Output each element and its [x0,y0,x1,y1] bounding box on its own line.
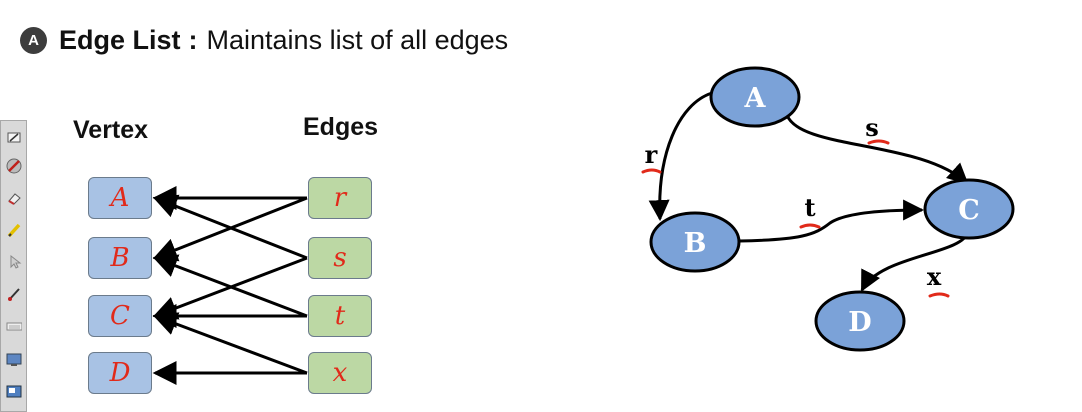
eraser-icon[interactable] [5,189,23,207]
graph-node-label-d: D [848,307,871,338]
edges-column-header: Edges [303,113,379,141]
section-badge: A [20,26,47,54]
highlighter-icon[interactable] [5,157,23,175]
red-underline-x [928,292,950,298]
vertex-box-c: C [88,295,152,337]
connector-s-to-a [152,194,308,260]
graph-node-a [709,66,801,128]
display-icon[interactable] [5,383,23,401]
graph-node-label-a: A [744,83,767,114]
graph-node-b [649,211,741,273]
graph-node-label-b: B [684,228,707,259]
vertex-box-d: D [88,352,152,394]
heading-term: Edge List [59,24,181,55]
graph-edge-label-x: x [927,262,942,291]
annotation-toolbar [0,120,27,412]
vertex-box-a: A [88,177,152,219]
graph-edge-label-s: s [865,113,879,142]
graph-edge-label-t: t [804,193,815,222]
graph-node-d [814,290,906,352]
graph-edge-t [738,199,925,243]
graph-node-c [923,178,1015,240]
graph-edge-x [860,231,970,292]
connector-t-to-b [152,254,308,318]
graph-edge-label-r: r [645,140,658,169]
pointer-icon[interactable] [5,253,23,271]
graph-edge-r [648,91,713,222]
screen-icon[interactable] [5,351,23,369]
connector-x-to-c [152,312,308,375]
heading-separator: : [188,24,198,55]
vertex-box-b: B [88,237,152,279]
graph-node-label-c: C [958,195,980,226]
marker-icon[interactable] [5,221,23,239]
red-underline-t [799,223,821,229]
graph-edge-s [785,114,969,185]
edge-box-s: s [308,237,372,279]
edge-box-t: t [308,295,372,337]
edge-box-x: x [308,352,372,394]
red-underline-r [641,168,662,174]
brush-icon[interactable] [5,285,23,303]
keyboard-icon[interactable] [5,317,23,335]
pen-icon[interactable] [5,129,23,147]
section-heading: A Edge List : Maintains list of all edge… [20,22,508,58]
vertex-column-header: Vertex [73,116,149,144]
heading-description: Maintains list of all edges [206,24,509,55]
red-underline-s [867,139,890,145]
edge-box-r: r [308,177,372,219]
